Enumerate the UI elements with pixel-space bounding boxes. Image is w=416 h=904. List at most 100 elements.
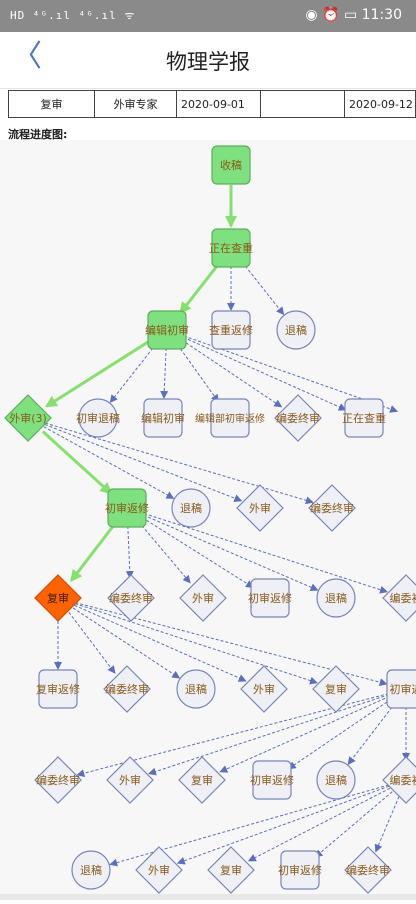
node-label: 复审 (220, 863, 242, 877)
node-label: 编辑初审 (145, 323, 189, 337)
node-label: 退稿 (285, 323, 307, 337)
flow-edge (74, 605, 245, 681)
node-label: 退稿 (185, 682, 207, 696)
status-bar: HD ⁴ᴳ.ıl ⁴ᴳ.ıl ᯤ ◉ ⏰ ▭ 11:30 (0, 0, 416, 32)
flow-node[interactable]: 初审返 (387, 670, 416, 708)
node-label: 编辑初审 (141, 411, 185, 425)
flow-node[interactable]: 退稿 (72, 851, 110, 889)
flow-edge (128, 526, 130, 578)
node-label: 编委终审 (276, 411, 320, 425)
flow-node[interactable]: 查重返修 (209, 311, 253, 349)
flow-node[interactable]: 退稿 (172, 489, 210, 527)
flow-node[interactable]: 退稿 (277, 311, 315, 349)
flow-node[interactable]: 复审返修 (36, 670, 80, 708)
node-label: 编委终审 (105, 682, 149, 696)
flow-edge (220, 696, 389, 772)
node-label: 编委终审 (346, 863, 390, 877)
node-label: 外审 (249, 501, 271, 515)
node-label: 查重返修 (209, 323, 253, 337)
flow-node[interactable]: 编辑初审 (145, 311, 189, 349)
flow-node[interactable]: 正在查重 (209, 229, 253, 267)
flow-node[interactable]: 初审返修 (250, 761, 294, 799)
flow-node[interactable]: 退稿 (177, 670, 215, 708)
node-label: 初审返修 (250, 773, 294, 787)
flow-node[interactable]: 编辑初审 (141, 399, 185, 437)
node-label: 外审 (253, 682, 275, 696)
flow-node[interactable]: 初审返修 (248, 579, 292, 617)
flow-edge (177, 345, 218, 402)
flow-node[interactable]: 收稿 (212, 146, 250, 184)
flow-node[interactable]: 复审 (208, 847, 254, 893)
bottom-divider (0, 894, 416, 900)
flow-diagram-area: 收稿正在查重编辑初审查重返修退稿外审(3)初审退稿编辑初审编辑部初审返修编委终审… (0, 140, 416, 900)
node-label: 复审 (47, 591, 69, 605)
flow-node[interactable]: 外审 (136, 847, 182, 893)
end-date-cell: 2020-09-12 (345, 91, 415, 117)
empty-cell (261, 91, 345, 117)
flow-node[interactable]: 编辑部初审返修 (195, 399, 265, 437)
node-label: 初审返 (390, 682, 416, 696)
node-label: 退稿 (325, 773, 347, 787)
node-label: 退稿 (325, 591, 347, 605)
flow-node[interactable]: 初审退稿 (76, 399, 120, 437)
flow-edge (182, 340, 281, 407)
flow-edge (348, 703, 395, 764)
flow-edge (376, 797, 399, 852)
nav-bar: 〈 物理学报 (0, 32, 416, 89)
node-label: 编委终审 (109, 591, 153, 605)
node-label: 正在查重 (209, 241, 253, 255)
flow-edge (139, 522, 190, 583)
flow-edge (164, 348, 166, 398)
node-label: 正在查重 (342, 411, 386, 425)
flow-node[interactable]: 编委终审 (309, 485, 355, 531)
signal-icons: HD ⁴ᴳ.ıl ⁴ᴳ.ıl ᯤ (10, 8, 135, 23)
flow-node[interactable]: 正在查重 (342, 399, 386, 437)
stage-cell: 复审 (9, 91, 95, 117)
flow-edge (144, 515, 318, 590)
flow-edge (242, 262, 283, 314)
flow-node[interactable]: 编委终审 (345, 847, 391, 893)
flow-node[interactable]: 编委终审 (35, 757, 81, 803)
node-label: 编委初 (390, 773, 416, 787)
flow-node[interactable]: 复审 (313, 666, 359, 712)
node-label: 外审 (148, 863, 170, 877)
flow-node[interactable]: 复审 (179, 757, 225, 803)
flow-node[interactable]: 退稿 (317, 761, 355, 799)
flow-node[interactable]: 编委初 (383, 575, 416, 621)
flow-node[interactable]: 外审 (241, 666, 287, 712)
node-label: 退稿 (180, 501, 202, 515)
node-label: 外审 (119, 773, 141, 787)
page-title: 物理学报 (0, 46, 416, 76)
node-label: 初审返修 (278, 863, 322, 877)
node-label: 编委终审 (36, 773, 80, 787)
review-info-table: 复审 外审专家 2020-09-01 2020-09-12 (8, 90, 416, 118)
flow-node[interactable]: 外审 (107, 757, 153, 803)
flow-node[interactable]: 编委终审 (104, 666, 150, 712)
flow-node[interactable]: 编委初 (383, 757, 416, 803)
flow-node[interactable]: 初审返修 (105, 489, 149, 527)
node-label: 编委初 (390, 591, 416, 605)
flow-edge-active (71, 524, 114, 581)
flow-edge (183, 337, 345, 410)
flow-node[interactable]: 退稿 (317, 579, 355, 617)
node-label: 初审返修 (105, 501, 149, 515)
node-label: 编委终审 (310, 501, 354, 515)
flow-edge (289, 699, 392, 769)
flow-node[interactable]: 外审 (180, 575, 226, 621)
node-label: 初审退稿 (76, 411, 120, 425)
flow-edge (142, 518, 253, 588)
node-label: 收稿 (220, 158, 242, 172)
node-label: 编辑部初审返修 (195, 412, 265, 425)
flow-node[interactable]: 编委终审 (108, 575, 154, 621)
flow-edge (110, 785, 388, 865)
flow-node[interactable]: 初审返修 (278, 851, 322, 889)
flow-node[interactable]: 复审 (35, 575, 81, 621)
flow-node[interactable]: 编委终审 (275, 395, 321, 441)
flow-edge (315, 792, 392, 857)
flow-diagram: 收稿正在查重编辑初审查重返修退稿外审(3)初审退稿编辑初审编辑部初审返修编委终审… (0, 140, 416, 900)
reviewer-cell: 外审专家 (95, 91, 177, 117)
flow-edge (69, 612, 115, 673)
flow-edge-active (181, 264, 219, 313)
flow-edge-active (47, 341, 151, 407)
status-right: ◉ ⏰ ▭ 11:30 (305, 7, 402, 23)
